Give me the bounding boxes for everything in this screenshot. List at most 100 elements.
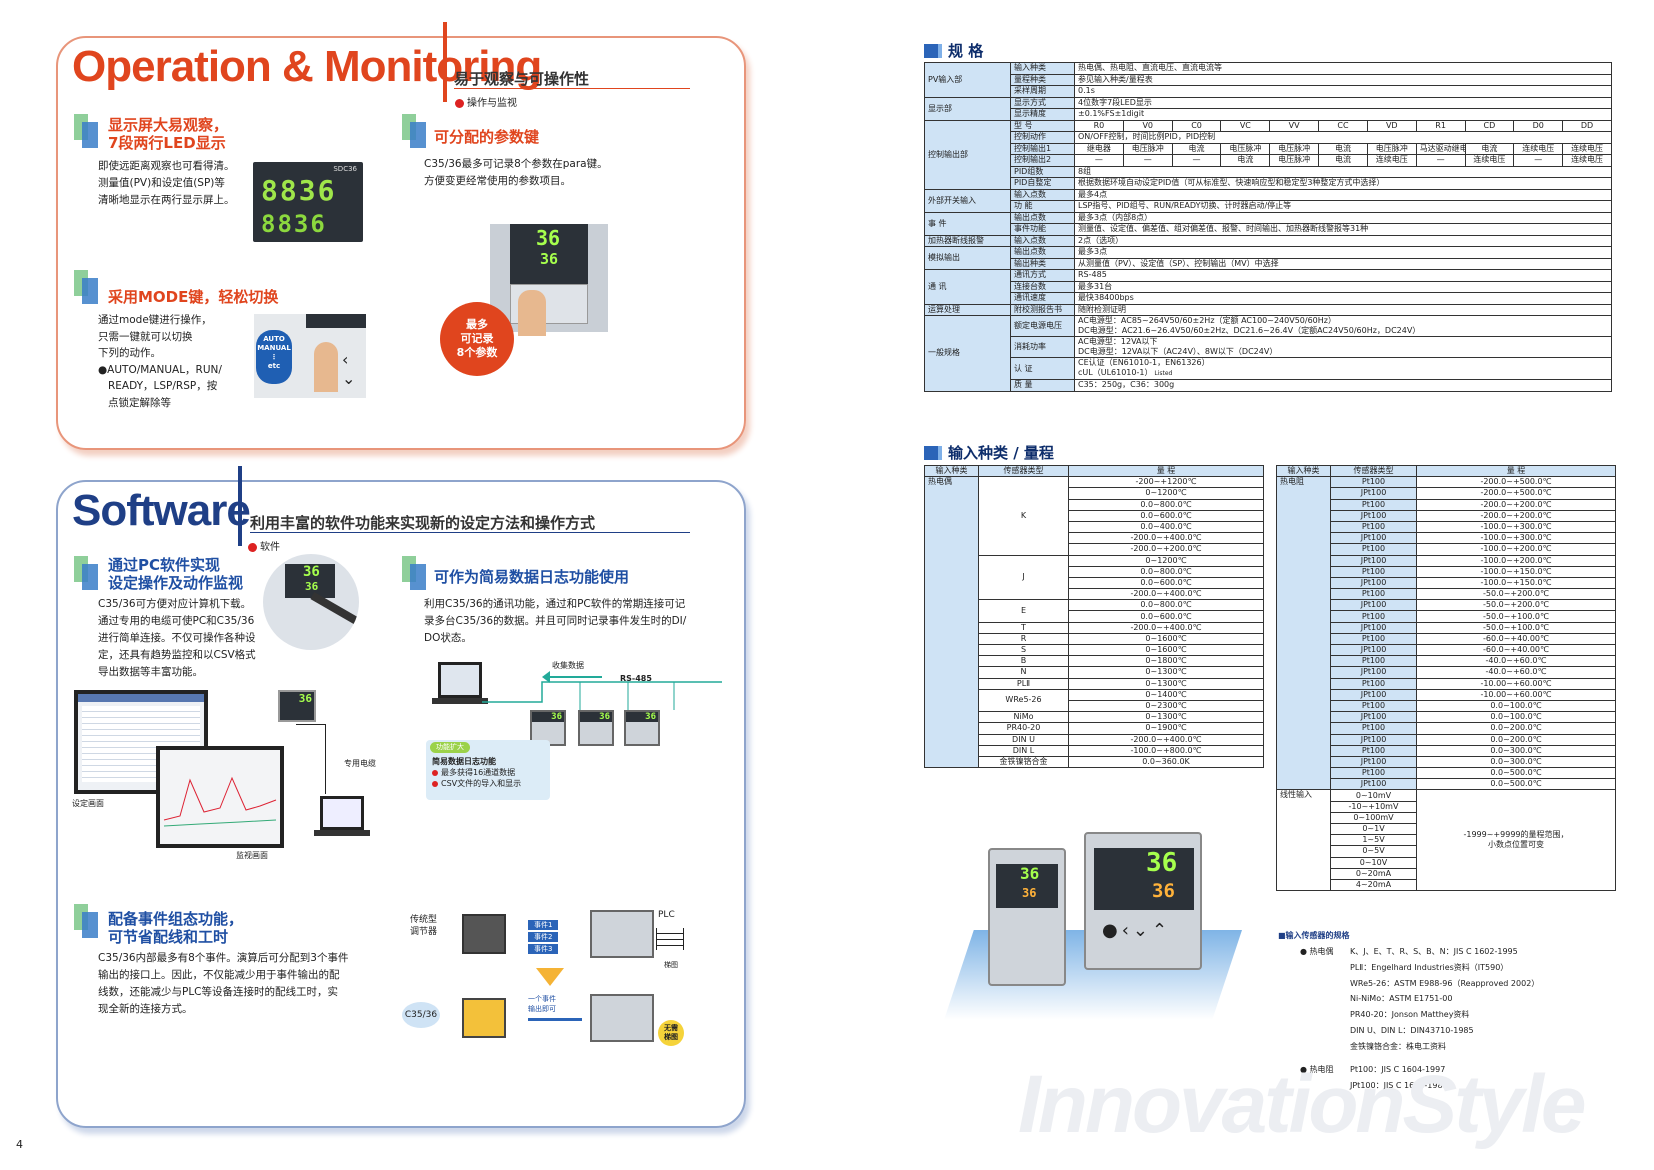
range-value-cell: -100.0~+200.0℃ [1416,554,1616,567]
range-row: JPt100-100.0~+150.0℃ [1277,576,1616,590]
range-value-cell: 0~1200℃ [1068,554,1264,567]
range-sensor-cell: Pt100 [1330,677,1417,690]
spec-value-cell: C35：250g，C36：300g [1074,379,1612,392]
range-value-cell: -100.0~+150.0℃ [1416,565,1616,578]
spec-sub-cell: PID自整定 [1010,177,1075,190]
spec-sub-cell: 认 证 [1010,357,1075,380]
event3-label: 事件3 [528,944,559,954]
range-value-cell: -10.00~+60.00℃ [1416,688,1616,701]
operation-title: Operation & Monitoring [72,42,542,91]
range-value-cell: -100.0~+300.0℃ [1416,520,1616,534]
spec-output-cell: 电压脉冲 [1122,142,1173,155]
spec-output-cell: — [1415,154,1466,167]
range-sensor-cell: 金铁镍铬合金 [978,755,1069,769]
spec-output-cell: 电压脉冲 [1366,142,1417,155]
range-sensor-cell: 0~10mV [1330,789,1417,802]
spec-output-cell: 电流 [1171,142,1222,155]
cable-line [296,724,326,794]
led-display-photo: SDC36 8836 8836 [253,162,363,242]
spec-value-cell: 最多3点 [1074,246,1612,259]
range-sensor-cell: DIN L [978,744,1069,757]
spec-value-cell: AC电源型：AC85~264V50/60±2Hz（定额 AC100~240V50… [1074,315,1612,337]
range-value-cell: 0~1900℃ [1068,722,1264,735]
controller-c35: 36 36 [988,848,1066,986]
range-sensor-cell: R [978,632,1069,646]
range-value-cell: 0.0~400.0℃ [1068,520,1264,534]
range-sensor-cell: JPt100 [1330,733,1417,746]
sensor-rtd-label: ● 热电阻 [1300,1065,1334,1074]
spec-value-cell: 最多4点 [1074,188,1612,201]
range-value-cell: -100.0~+800.0℃ [1068,744,1264,757]
section-marker-icon [74,556,98,590]
title-underline [454,88,690,89]
range-value-cell: -50.0~+100.0℃ [1416,610,1616,623]
spec-sub-cell: 附校测报告书 [1010,303,1075,316]
range-sensor-cell: NiMo [978,711,1069,724]
range-sensor-cell: N [978,666,1069,679]
c3536-controller-icon [462,998,506,1038]
range-sensor-cell: K [978,476,1069,556]
range-header-row: 输入种类传感器类型量 程 [1276,464,1616,478]
spec-value-cell: 0.1s [1074,85,1612,98]
product-photo: 36 36 36 36 ●‹⌄⌃ [944,820,1242,1020]
spec-value-cell: 最快38400bps [1074,292,1612,305]
range-sensor-cell: JPt100 [1330,487,1417,500]
spec-value-cell: 2点（选项） [1074,234,1612,247]
range-sensor-cell: PLⅡ [978,677,1069,690]
range-header-cell: 传感器类型 [1330,464,1417,478]
section-title-param-key: 可分配的参数键 [434,128,540,146]
range-value-cell: -10.00~+60.00℃ [1416,677,1616,690]
range-sensor-cell: 4~20mA [1330,878,1417,892]
spec-output-cell: 连续电压 [1562,154,1612,167]
range-value-cell: 0.0~500.0℃ [1416,767,1616,780]
range-value-cell: 0~1600℃ [1068,632,1264,646]
spec-value-cell: RS-485 [1074,269,1612,282]
spec-model-cell: C0 [1171,119,1222,132]
spec-group-cell: 控制输出部 [924,119,1011,190]
range-sensor-cell: JPt100 [1330,599,1417,612]
spec-model-cell: D0 [1513,119,1564,132]
spec-sub-cell: 消耗功率 [1010,336,1075,358]
spec-value-cell: CE认证（EN61010-1，EN61326）cUL（UL61010-1） Li… [1074,357,1612,380]
range-sensor-cell: JPt100 [1330,711,1417,724]
range-value-cell: 0.0~100.0℃ [1416,699,1616,713]
range-sensor-cell: 0~1V [1330,822,1417,836]
range-sensor-cell: JPt100 [1330,554,1417,567]
range-sensor-cell: Pt100 [1330,565,1417,578]
bullet-dot-icon [248,542,257,552]
spec-value-cell: 从测量值（PV）、设定值（SP）、控制输出（MV）中选择 [1074,257,1612,270]
range-sensor-cell: Pt100 [1330,655,1417,668]
spec-group-cell: 加热器断线报警 [924,234,1011,247]
range-value-cell: -60.0~+40.00℃ [1416,632,1616,646]
spec-output-cell: 继电器 [1074,142,1124,155]
title-underline [250,532,690,533]
range-value-cell: -200.0~+400.0℃ [1068,733,1264,746]
range-value-cell: 0.0~200.0℃ [1416,722,1616,735]
spec-sub-cell: PID组数 [1010,165,1075,178]
spec-model-cell: VC [1220,119,1271,132]
range-value-cell: -200.0~+200.0℃ [1068,543,1264,556]
arrow-left-icon [548,676,602,678]
spec-value-cell: 测量值、设定值、偏差值、组对偏差值、报警、时间输出、加热器断线警报等31种 [1074,223,1612,236]
range-sensor-cell: S [978,643,1069,657]
spec-sub-cell: 显示方式 [1010,96,1075,109]
spec-output-cell: 马达驱动继电器 [1415,142,1466,155]
range-title: 输入种类 / 量程 [924,442,1054,463]
range-value-cell: -100.0~+200.0℃ [1416,543,1616,556]
spec-row: 连接台数最多31台 [925,280,1612,293]
arrow-right-icon [528,1018,582,1021]
